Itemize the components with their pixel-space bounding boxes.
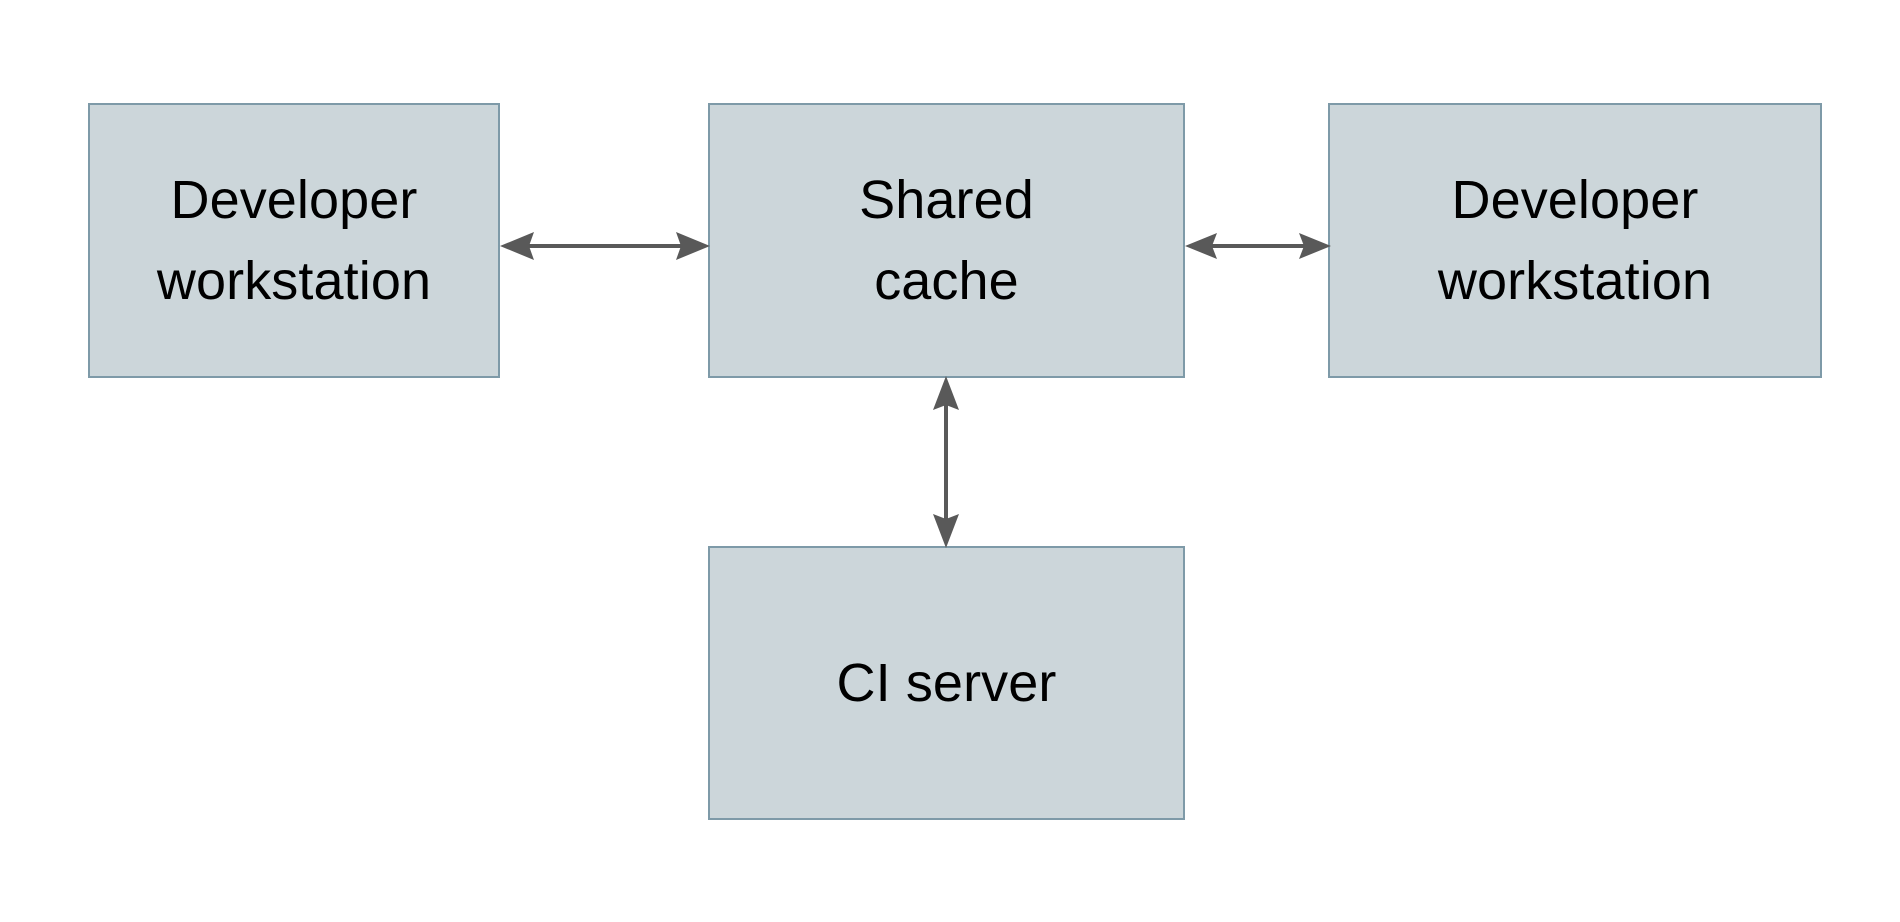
node-label: CI server (836, 652, 1057, 713)
node-shared-cache[interactable]: Shared cache (708, 103, 1185, 378)
edge-shared-cache-to-developer-workstation-right[interactable] (1183, 215, 1333, 277)
arrowhead-down-icon (933, 514, 959, 548)
arrowhead-left-icon (1185, 233, 1217, 259)
node-developer-workstation-right[interactable]: Developer workstation (1328, 103, 1822, 378)
edge-shared-cache-to-ci-server[interactable] (915, 374, 977, 550)
arrowhead-right-icon (676, 232, 710, 260)
arrowhead-left-icon (500, 232, 534, 260)
node-ci-server[interactable]: CI server (708, 546, 1185, 820)
node-developer-workstation-left[interactable]: Developer workstation (88, 103, 500, 378)
node-label: Shared cache (859, 169, 1034, 311)
arrowhead-up-icon (933, 376, 959, 410)
edge-developer-workstation-left-to-shared-cache[interactable] (498, 215, 712, 277)
node-label: Developer workstation (1437, 169, 1713, 311)
node-label: Developer workstation (156, 169, 432, 311)
arrowhead-right-icon (1299, 233, 1331, 259)
